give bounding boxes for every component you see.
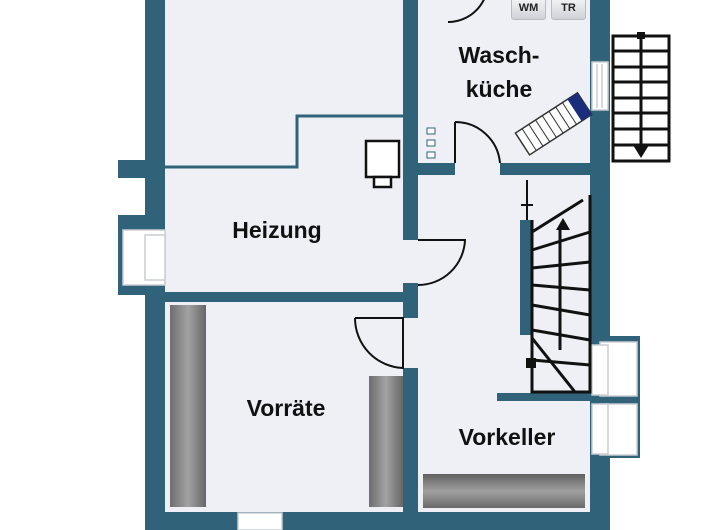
room-label-waschkueche-line1: Wasch-: [458, 42, 540, 68]
doors: [353, 0, 501, 370]
windows: [122, 61, 638, 530]
room-label-waschkueche-line2: küche: [465, 76, 533, 102]
heizung-partition: [165, 114, 403, 169]
interior-stairs: [521, 180, 592, 394]
room-label-vorkeller: Vorkeller: [458, 424, 556, 450]
wardrobe-vorkeller: [423, 474, 585, 508]
room-label-waschkueche: Wasch- küche: [459, 38, 540, 106]
wardrobe-left: [170, 305, 206, 507]
exterior-stairs: [611, 32, 671, 163]
vent-marks: [426, 127, 436, 159]
room-label-vorraete: Vorräte: [246, 395, 326, 421]
dryer: TR: [551, 0, 586, 20]
drying-rack-icon: [514, 91, 593, 156]
boiler-icon: [364, 139, 401, 189]
washing-machine: WM: [511, 0, 546, 20]
room-label-heizung: Heizung: [232, 217, 322, 243]
wardrobe-right: [369, 376, 403, 507]
